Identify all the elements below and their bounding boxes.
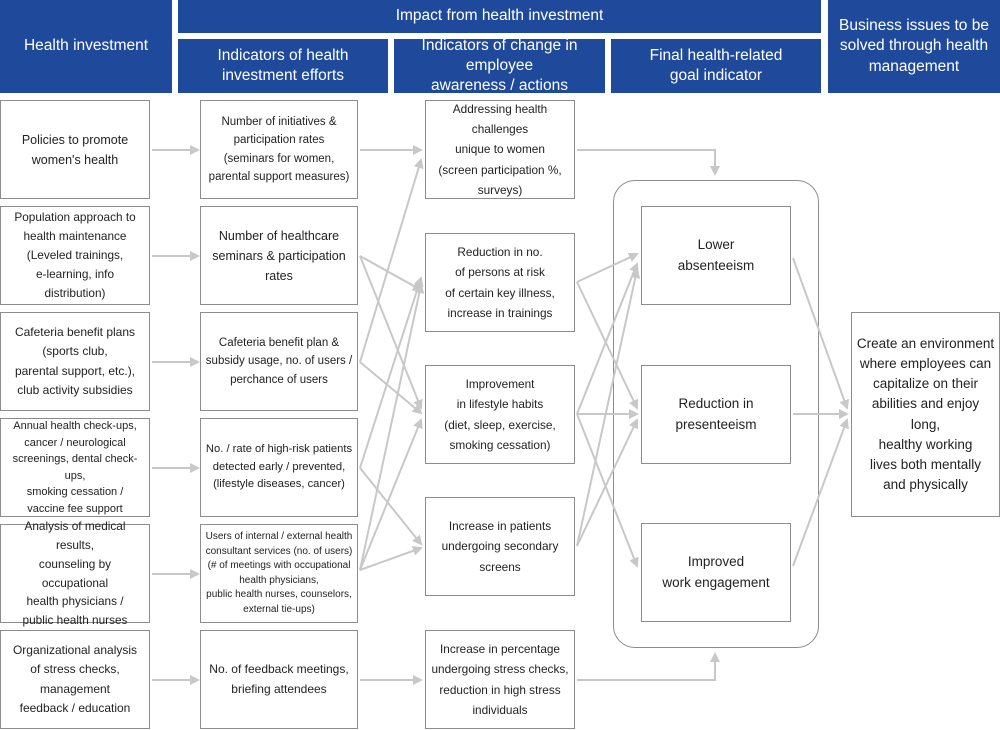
arrow-awa4-goal1 bbox=[576, 268, 641, 547]
investment-label: Organizational analysis of stress checks… bbox=[12, 643, 138, 715]
investment-box-health-checkups: Annual health check-ups, cancer / neurol… bbox=[0, 418, 150, 517]
header-final-goal: Final health-related goal indicator bbox=[611, 39, 821, 93]
effort-box-healthcare-seminars: Number of healthcare seminars & particip… bbox=[200, 206, 358, 305]
arrow-goal1-business bbox=[792, 257, 849, 410]
arrow-awa3-goal3 bbox=[576, 413, 639, 568]
arrow-eff5-awa3 bbox=[359, 418, 423, 571]
awareness-box-risk-reduction: Reduction in no. of persons at risk of c… bbox=[425, 233, 575, 332]
investment-label: Analysis of medical results, counseling … bbox=[22, 518, 128, 628]
goal-box-lower-absenteeism: Lower absenteeism bbox=[641, 206, 791, 305]
arrow-awa4-goal2 bbox=[576, 418, 639, 547]
awareness-box-stress-checks: Increase in percentage undergoing stress… bbox=[425, 630, 575, 729]
arrow-awa2-goal2 bbox=[576, 281, 639, 410]
investment-label: Annual health check-ups, cancer / neurol… bbox=[12, 420, 138, 515]
awareness-label: Increase in patients undergoing secondar… bbox=[441, 519, 559, 574]
effort-label: No. / rate of high-risk patients detecte… bbox=[205, 442, 353, 491]
effort-box-initiatives: Number of initiatives & participation ra… bbox=[200, 100, 358, 199]
effort-box-feedback-meetings: No. of feedback meetings, briefing atten… bbox=[200, 630, 358, 729]
header-business-issues-label: Business issues to be solved through hea… bbox=[839, 17, 989, 75]
awareness-label: Increase in percentage undergoing stress… bbox=[431, 642, 569, 717]
effort-label: Cafeteria benefit plan & subsidy usage, … bbox=[205, 336, 353, 386]
investment-label: Population approach to health maintenanc… bbox=[14, 210, 136, 300]
investment-box-womens-health: Policies to promote women's health bbox=[0, 100, 150, 199]
business-issue-box: Create an environment where employees ca… bbox=[851, 312, 1000, 517]
arrow-awa1-goals bbox=[577, 149, 720, 176]
investment-box-population-approach: Population approach to health maintenanc… bbox=[0, 206, 150, 305]
arrow-eff5-awa2 bbox=[359, 283, 425, 571]
awareness-box-lifestyle-habits: Improvement in lifestyle habits (diet, s… bbox=[425, 365, 575, 464]
header-business-issues: Business issues to be solved through hea… bbox=[828, 0, 1000, 93]
arrow-awa3-goal1 bbox=[576, 262, 639, 415]
goal-label: Lower absenteeism bbox=[677, 237, 755, 273]
arrow-eff4-awa2 bbox=[359, 276, 424, 469]
investment-label: Cafeteria benefit plans (sports club, pa… bbox=[14, 325, 136, 397]
effort-label: Users of internal / external health cons… bbox=[205, 531, 353, 615]
header-efforts-label: Indicators of health investment efforts bbox=[217, 46, 349, 84]
effort-label: Number of initiatives & participation ra… bbox=[208, 115, 350, 183]
effort-box-high-risk-patients: No. / rate of high-risk patients detecte… bbox=[200, 418, 358, 517]
goal-box-work-engagement: Improved work engagement bbox=[641, 523, 791, 622]
arrow-eff3-awa1 bbox=[359, 158, 424, 363]
investment-box-cafeteria-benefit: Cafeteria benefit plans (sports club, pa… bbox=[0, 312, 150, 411]
arrow-eff3-awa3 bbox=[359, 361, 423, 415]
awareness-box-womens-challenges: Addressing health challenges unique to w… bbox=[425, 100, 575, 199]
awareness-label: Reduction in no. of persons at risk of c… bbox=[445, 245, 555, 320]
header-awareness-label: Indicators of change in employee awarene… bbox=[421, 36, 578, 95]
goal-label: Reduction in presenteeism bbox=[675, 396, 757, 432]
header-impact: Impact from health investment bbox=[178, 0, 821, 33]
arrow-eff2-awa3 bbox=[359, 255, 423, 410]
effort-box-consultant-services: Users of internal / external health cons… bbox=[200, 524, 358, 623]
investment-box-medical-analysis: Analysis of medical results, counseling … bbox=[0, 519, 150, 627]
awareness-label: Addressing health challenges unique to w… bbox=[438, 102, 562, 197]
effort-box-cafeteria-usage: Cafeteria benefit plan & subsidy usage, … bbox=[200, 312, 358, 411]
effort-label: Number of healthcare seminars & particip… bbox=[212, 228, 346, 283]
header-impact-label: Impact from health investment bbox=[395, 7, 604, 25]
effort-label: No. of feedback meetings, briefing atten… bbox=[209, 662, 349, 696]
header-awareness: Indicators of change in employee awarene… bbox=[394, 36, 605, 95]
header-health-investment: Health investment bbox=[0, 0, 172, 93]
header-health-investment-label: Health investment bbox=[23, 37, 149, 55]
goal-label: Improved work engagement bbox=[662, 554, 770, 590]
arrow-goal3-business bbox=[792, 418, 849, 567]
arrow-awa5-goals bbox=[577, 652, 720, 681]
header-final-goal-label: Final health-related goal indicator bbox=[649, 46, 783, 84]
arrow-eff4-awa4 bbox=[359, 467, 423, 546]
goal-box-reduction-presenteeism: Reduction in presenteeism bbox=[641, 365, 791, 464]
arrow-awa2-goal1 bbox=[576, 252, 639, 283]
business-issue-label: Create an environment where employees ca… bbox=[856, 335, 995, 493]
investment-label: Policies to promote women's health bbox=[21, 132, 129, 167]
arrow-eff5-awa4 bbox=[359, 546, 423, 571]
header-efforts: Indicators of health investment efforts bbox=[178, 39, 388, 93]
awareness-box-secondary-screens: Increase in patients undergoing secondar… bbox=[425, 497, 575, 596]
arrow-eff2-awa2 bbox=[359, 255, 423, 291]
investment-box-stress-checks: Organizational analysis of stress checks… bbox=[0, 630, 150, 729]
awareness-label: Improvement in lifestyle habits (diet, s… bbox=[444, 377, 556, 452]
